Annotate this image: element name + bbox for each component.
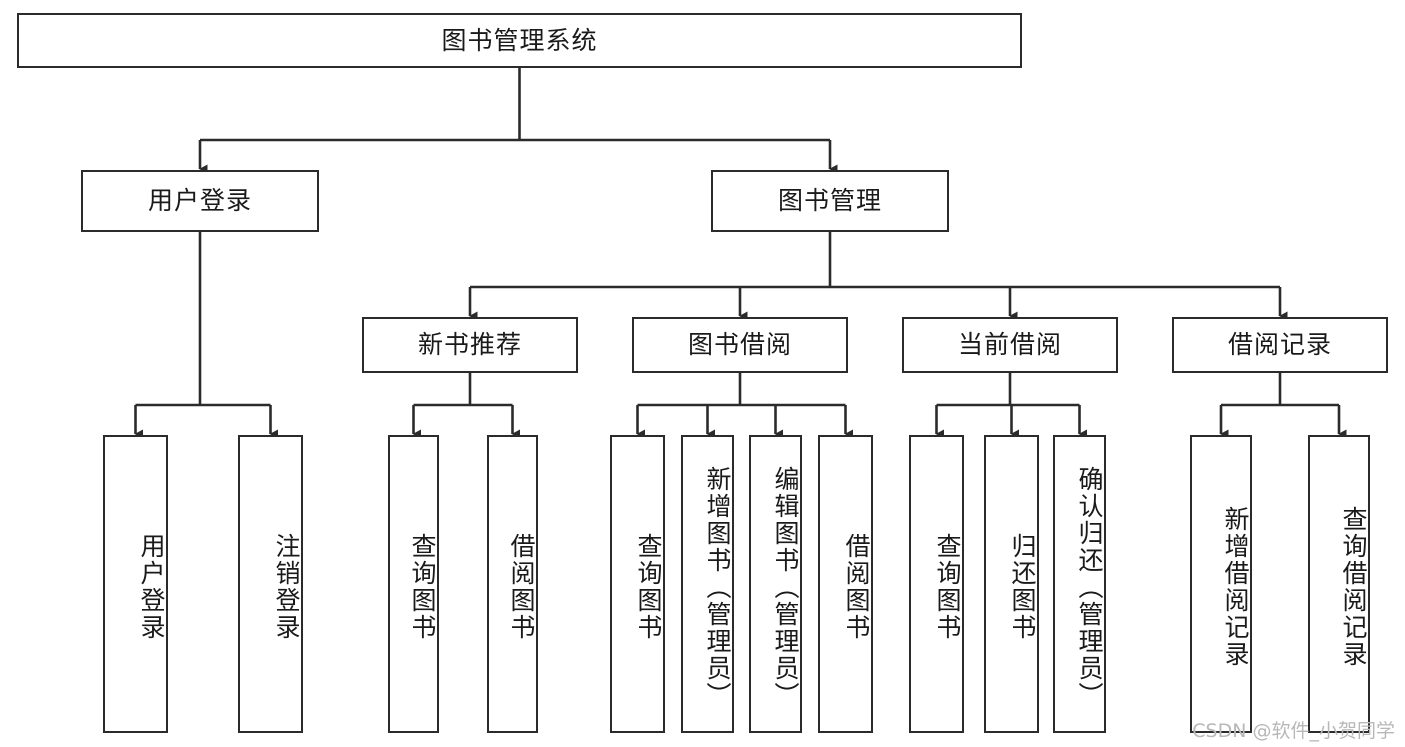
leaf-borrow-book[interactable]: 借阅图书	[818, 435, 873, 733]
leaf-query-borrow-record[interactable]: 查询借阅记录	[1308, 435, 1370, 733]
leaf-return-book[interactable]: 归还图书	[984, 435, 1039, 733]
node-label: 查询借阅记录	[1339, 506, 1368, 668]
node-label: 借阅图书	[507, 533, 536, 641]
watermark: CSDN @软件_小贺同学	[1192, 720, 1395, 742]
leaf-borrow-book-recommend[interactable]: 借阅图书	[487, 435, 538, 733]
node-label: 新增借阅记录	[1221, 506, 1250, 668]
leaf-logout[interactable]: 注销登录	[238, 435, 303, 733]
leaf-user-login[interactable]: 用户登录	[103, 435, 168, 733]
node-new-book-recommend[interactable]: 新书推荐	[362, 317, 578, 373]
node-label: 借阅记录	[1227, 330, 1332, 360]
node-label: 当前借阅	[957, 330, 1062, 360]
leaf-add-borrow-record[interactable]: 新增借阅记录	[1190, 435, 1252, 733]
leaf-query-book-current[interactable]: 查询图书	[909, 435, 964, 733]
node-label: 用户登录	[147, 186, 252, 216]
node-current-borrow[interactable]: 当前借阅	[902, 317, 1118, 373]
node-borrow-record[interactable]: 借阅记录	[1172, 317, 1388, 373]
node-label: 编辑图书（管理员）	[771, 465, 800, 709]
node-label: 注销登录	[272, 533, 301, 641]
node-label: 查询图书	[408, 533, 437, 641]
node-root-system[interactable]: 图书管理系统	[17, 13, 1022, 68]
node-label: 新增图书（管理员）	[703, 465, 732, 709]
node-label: 查询图书	[933, 533, 962, 641]
node-label: 用户登录	[137, 533, 166, 641]
node-label: 图书管理系统	[441, 25, 598, 55]
node-label: 借阅图书	[842, 533, 871, 641]
leaf-add-book-admin[interactable]: 新增图书（管理员）	[681, 435, 734, 733]
node-label: 新书推荐	[417, 330, 522, 360]
node-user-login[interactable]: 用户登录	[81, 170, 319, 232]
leaf-query-book-borrow[interactable]: 查询图书	[610, 435, 665, 733]
leaf-confirm-return-admin[interactable]: 确认归还（管理员）	[1053, 435, 1106, 733]
node-label: 图书管理	[777, 186, 882, 216]
node-book-management[interactable]: 图书管理	[711, 170, 949, 232]
node-label: 归还图书	[1008, 533, 1037, 641]
node-label: 确认归还（管理员）	[1075, 465, 1104, 709]
edges-group	[134, 68, 1347, 439]
node-label: 查询图书	[634, 533, 663, 641]
leaf-query-book-recommend[interactable]: 查询图书	[388, 435, 439, 733]
node-label: 图书借阅	[687, 330, 792, 360]
node-book-borrow[interactable]: 图书借阅	[632, 317, 848, 373]
leaf-edit-book-admin[interactable]: 编辑图书（管理员）	[749, 435, 802, 733]
